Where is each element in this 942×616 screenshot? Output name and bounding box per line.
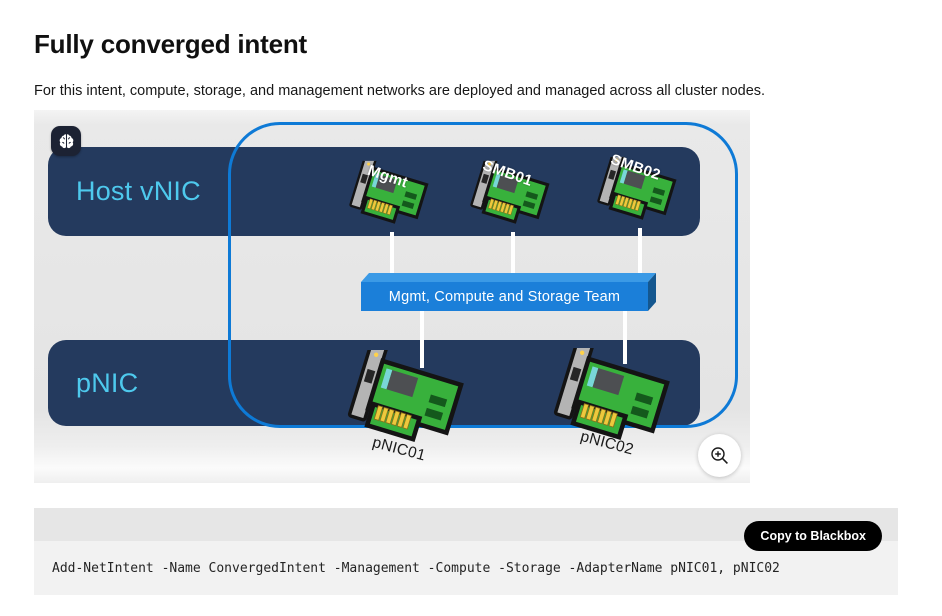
network-card-icon xyxy=(552,348,672,448)
copy-to-blackbox-button[interactable]: Copy to Blackbox xyxy=(744,521,882,551)
magnifier-plus-icon xyxy=(709,445,731,467)
wire-team-to-pnic01 xyxy=(420,306,424,368)
network-card-icon xyxy=(348,154,430,236)
team-box xyxy=(361,273,656,311)
brain-icon xyxy=(51,126,81,156)
wire-smb01-to-team xyxy=(511,232,515,284)
code-text: Add-NetIntent -Name ConvergedIntent -Man… xyxy=(52,560,780,576)
page-title: Fully converged intent xyxy=(34,29,307,60)
intro-paragraph: For this intent, compute, storage, and m… xyxy=(34,82,766,99)
wire-team-to-pnic02 xyxy=(623,306,627,364)
wire-smb02-to-team xyxy=(638,228,642,284)
pnic-row-label: pNIC xyxy=(76,367,139,398)
host-vnic-row-label: Host vNIC xyxy=(76,176,201,206)
wire-mgmt-to-team xyxy=(390,232,394,284)
code-block: Copy to Blackbox Add-NetIntent -Name Con… xyxy=(34,508,898,595)
intent-scope-outline xyxy=(228,122,738,428)
team-box-label: Mgmt, Compute and Storage Team xyxy=(388,288,621,305)
network-card-icon xyxy=(346,350,466,450)
zoom-image-button[interactable] xyxy=(698,434,741,477)
network-intent-diagram: Host vNIC pNIC Mgmt SMB01 SMB02 Mgmt, Co… xyxy=(34,110,750,483)
